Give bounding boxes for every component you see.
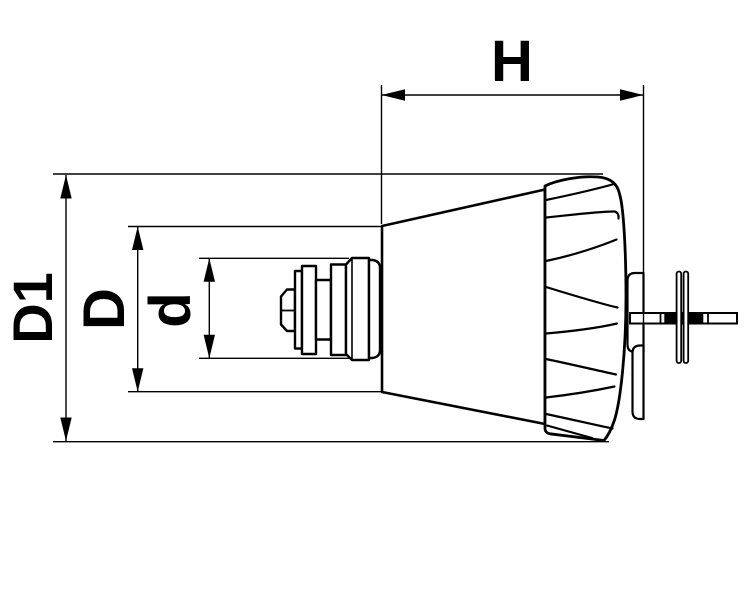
part-knurled-knob — [543, 175, 628, 442]
knurl-line — [544, 238, 618, 263]
dimension-d — [128, 225, 383, 393]
arrowhead-d1-bottom — [60, 417, 72, 441]
dimension-label-d: D — [72, 288, 137, 330]
knurl-line — [544, 210, 620, 220]
arrowhead-d-bottom — [132, 368, 144, 392]
dimension-label-h: H — [491, 29, 533, 94]
cross-blade-left — [675, 270, 683, 364]
dimension-label-d-small: d — [138, 292, 203, 327]
part-back-button — [626, 271, 645, 421]
cross-blade-right — [682, 270, 690, 364]
knurl-line — [544, 182, 616, 202]
arrowhead-h-right — [620, 89, 644, 101]
spindle-neck — [314, 278, 333, 341]
cross-bar-segment-dark-left — [664, 313, 675, 323]
arrowhead-dsmall-bottom — [203, 334, 215, 359]
spindle-cylinder-d — [344, 256, 371, 362]
arrowhead-d-top — [132, 226, 144, 250]
knurl-line — [544, 322, 619, 335]
dimension-d1 — [53, 173, 609, 443]
dimension-label-d1: D1 — [1, 272, 64, 344]
knurl-line — [544, 412, 614, 430]
dimension-h — [380, 85, 644, 224]
knurl-line — [545, 424, 594, 440]
knurl-lines — [544, 182, 620, 440]
part-cross-handle — [629, 85, 738, 364]
spindle-collar — [367, 258, 382, 360]
cone-outline — [380, 188, 547, 426]
spindle-disc-3 — [329, 263, 348, 357]
part-spindle — [279, 256, 382, 362]
part-cone-body — [380, 188, 547, 426]
arrowhead-d1-top — [60, 175, 72, 199]
arrowhead-dsmall-top — [203, 258, 215, 282]
spindle-disc-2 — [300, 264, 318, 356]
dimension-d-small — [199, 257, 349, 359]
arrowhead-h-left — [381, 89, 405, 101]
knurl-line — [544, 385, 616, 399]
knurl-line — [544, 357, 618, 376]
back-button-lower — [631, 344, 645, 421]
cross-bar-segment-dark-right — [695, 313, 704, 323]
knurl-line — [544, 285, 619, 309]
